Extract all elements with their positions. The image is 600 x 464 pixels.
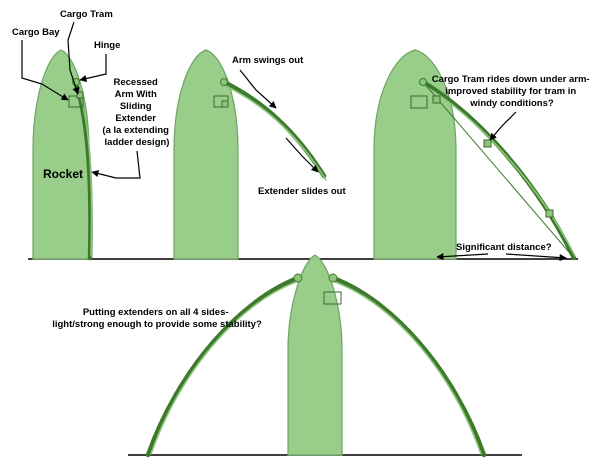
- rocket-1: [32, 49, 90, 260]
- cargo-bay-3: [410, 95, 428, 109]
- arrow-distance-left: [436, 253, 489, 261]
- label-rocket: Rocket: [43, 167, 83, 181]
- label-tram-line-1: Cargo Tram rides down under arm-: [432, 74, 590, 85]
- extended-arm-extender: [424, 85, 576, 257]
- rocket-2: [173, 49, 239, 260]
- right-arm-4: [330, 275, 487, 458]
- label-extenders-all-sides: Putting extenders on all 4 sides- light/…: [52, 307, 262, 330]
- label-tram-line-3: windy conditions?: [469, 98, 554, 109]
- panel-1: Cargo Bay Cargo Tram Hinge Recessed Arm …: [12, 9, 171, 261]
- label-sides-line-2: light/strong enough to provide some stab…: [52, 319, 262, 330]
- left-arm-4-extender: [150, 281, 297, 455]
- panel-2: Arm swings out Extender slides out: [173, 49, 346, 260]
- arrow-cargo-tram: [67, 21, 80, 95]
- label-sides-line-1: Putting extenders on all 4 sides-: [83, 307, 229, 318]
- support-cable: [422, 81, 575, 259]
- cargo-tram-2: [221, 100, 229, 108]
- label-recessed-arm: Recessed Arm With Sliding Extender (a la…: [102, 77, 171, 148]
- swung-arm-extender: [225, 85, 327, 181]
- label-arm-swings-out: Arm swings out: [232, 55, 304, 66]
- cargo-bay-1: [68, 95, 84, 108]
- label-arm-line-1: Recessed: [113, 77, 158, 88]
- label-hinge: Hinge: [94, 40, 120, 51]
- recessed-arm-extender: [78, 89, 93, 257]
- panel-4: Putting extenders on all 4 sides- light/…: [52, 254, 487, 458]
- label-arm-line-6: ladder design): [105, 137, 170, 148]
- label-arm-line-3: Sliding: [120, 101, 152, 112]
- cargo-bay-4: [323, 291, 342, 305]
- label-cargo-tram: Cargo Tram: [60, 9, 113, 20]
- right-arm-4-extender: [334, 281, 482, 455]
- rocket-4: [287, 254, 343, 456]
- hinge-4-left: [293, 273, 303, 283]
- label-significant-distance: Significant distance?: [456, 242, 552, 253]
- arrow-cargo-bay: [21, 40, 69, 101]
- label-arm-line-5: (a la extending: [102, 125, 169, 136]
- cargo-tram-3a: [432, 95, 441, 104]
- arrow-hinge: [79, 54, 107, 83]
- cargo-tram-1: [76, 91, 84, 99]
- label-tram-line-2: improved stability for tram in: [445, 86, 576, 97]
- arrow-distance-right: [505, 253, 567, 262]
- arrow-extender: [285, 137, 319, 173]
- arrow-arm: [91, 150, 141, 179]
- label-arm-line-2: Arm With: [115, 89, 157, 100]
- hinge-4-right: [328, 273, 338, 283]
- hinge-2: [220, 78, 228, 86]
- label-arm-line-4: Extender: [115, 113, 156, 124]
- arrow-swing: [239, 69, 277, 109]
- arrow-tram: [489, 111, 517, 141]
- label-cargo-tram-rides: Cargo Tram rides down under arm- improve…: [432, 74, 592, 109]
- swung-arm: [221, 79, 327, 179]
- panel-3: Cargo Tram rides down under arm- improve…: [373, 49, 592, 262]
- cargo-tram-3c: [545, 209, 554, 218]
- label-extender-slides-out: Extender slides out: [258, 186, 346, 197]
- cargo-tram-3b: [483, 139, 492, 148]
- left-arm-4: [145, 275, 301, 458]
- hinge-3: [419, 78, 427, 86]
- label-cargo-bay: Cargo Bay: [12, 27, 60, 38]
